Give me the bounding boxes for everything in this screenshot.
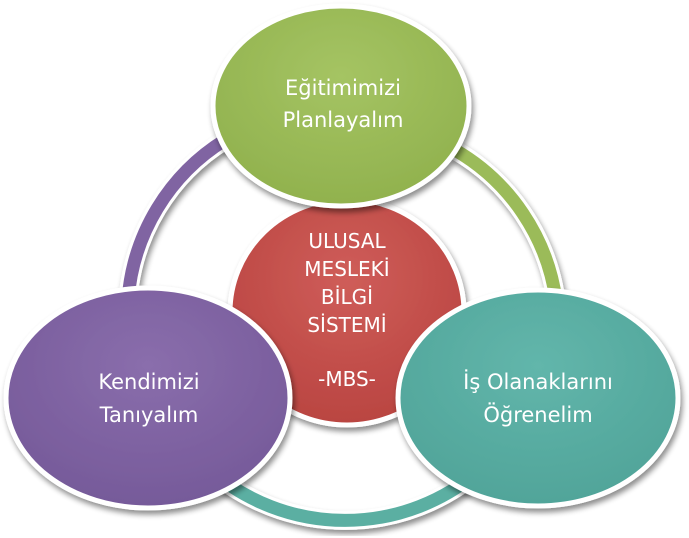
center-label-line-2: MESLEKİ xyxy=(304,257,389,281)
node-top-line-2: Planlayalım xyxy=(283,108,404,132)
node-right: İş Olanaklarını Öğrenelim xyxy=(395,287,681,509)
connector-top-right-fill xyxy=(451,144,563,301)
node-right-line-1: İş Olanaklarını xyxy=(463,369,613,394)
node-left: Kendimizi Tanıyalım xyxy=(3,285,293,511)
node-left-line-1: Kendimizi xyxy=(98,370,199,394)
center-abbreviation: -MBS- xyxy=(318,367,376,391)
connector-right-left-fill xyxy=(205,465,485,527)
connector-left-top xyxy=(118,131,231,301)
connector-left-top-fill xyxy=(121,134,229,301)
center-label-line-1: ULUSAL xyxy=(308,229,386,253)
center-label-line-3: BİLGİ xyxy=(321,285,373,309)
connector-top-right xyxy=(450,141,566,302)
node-right-line-2: Öğrenelim xyxy=(483,402,592,427)
node-top-line-1: Eğitimimizi xyxy=(285,76,401,100)
node-left-line-2: Tanıyalım xyxy=(99,403,199,427)
center-label-line-4: SİSTEMİ xyxy=(307,313,386,337)
node-top: Eğitimimizi Planlayalım xyxy=(210,3,472,209)
